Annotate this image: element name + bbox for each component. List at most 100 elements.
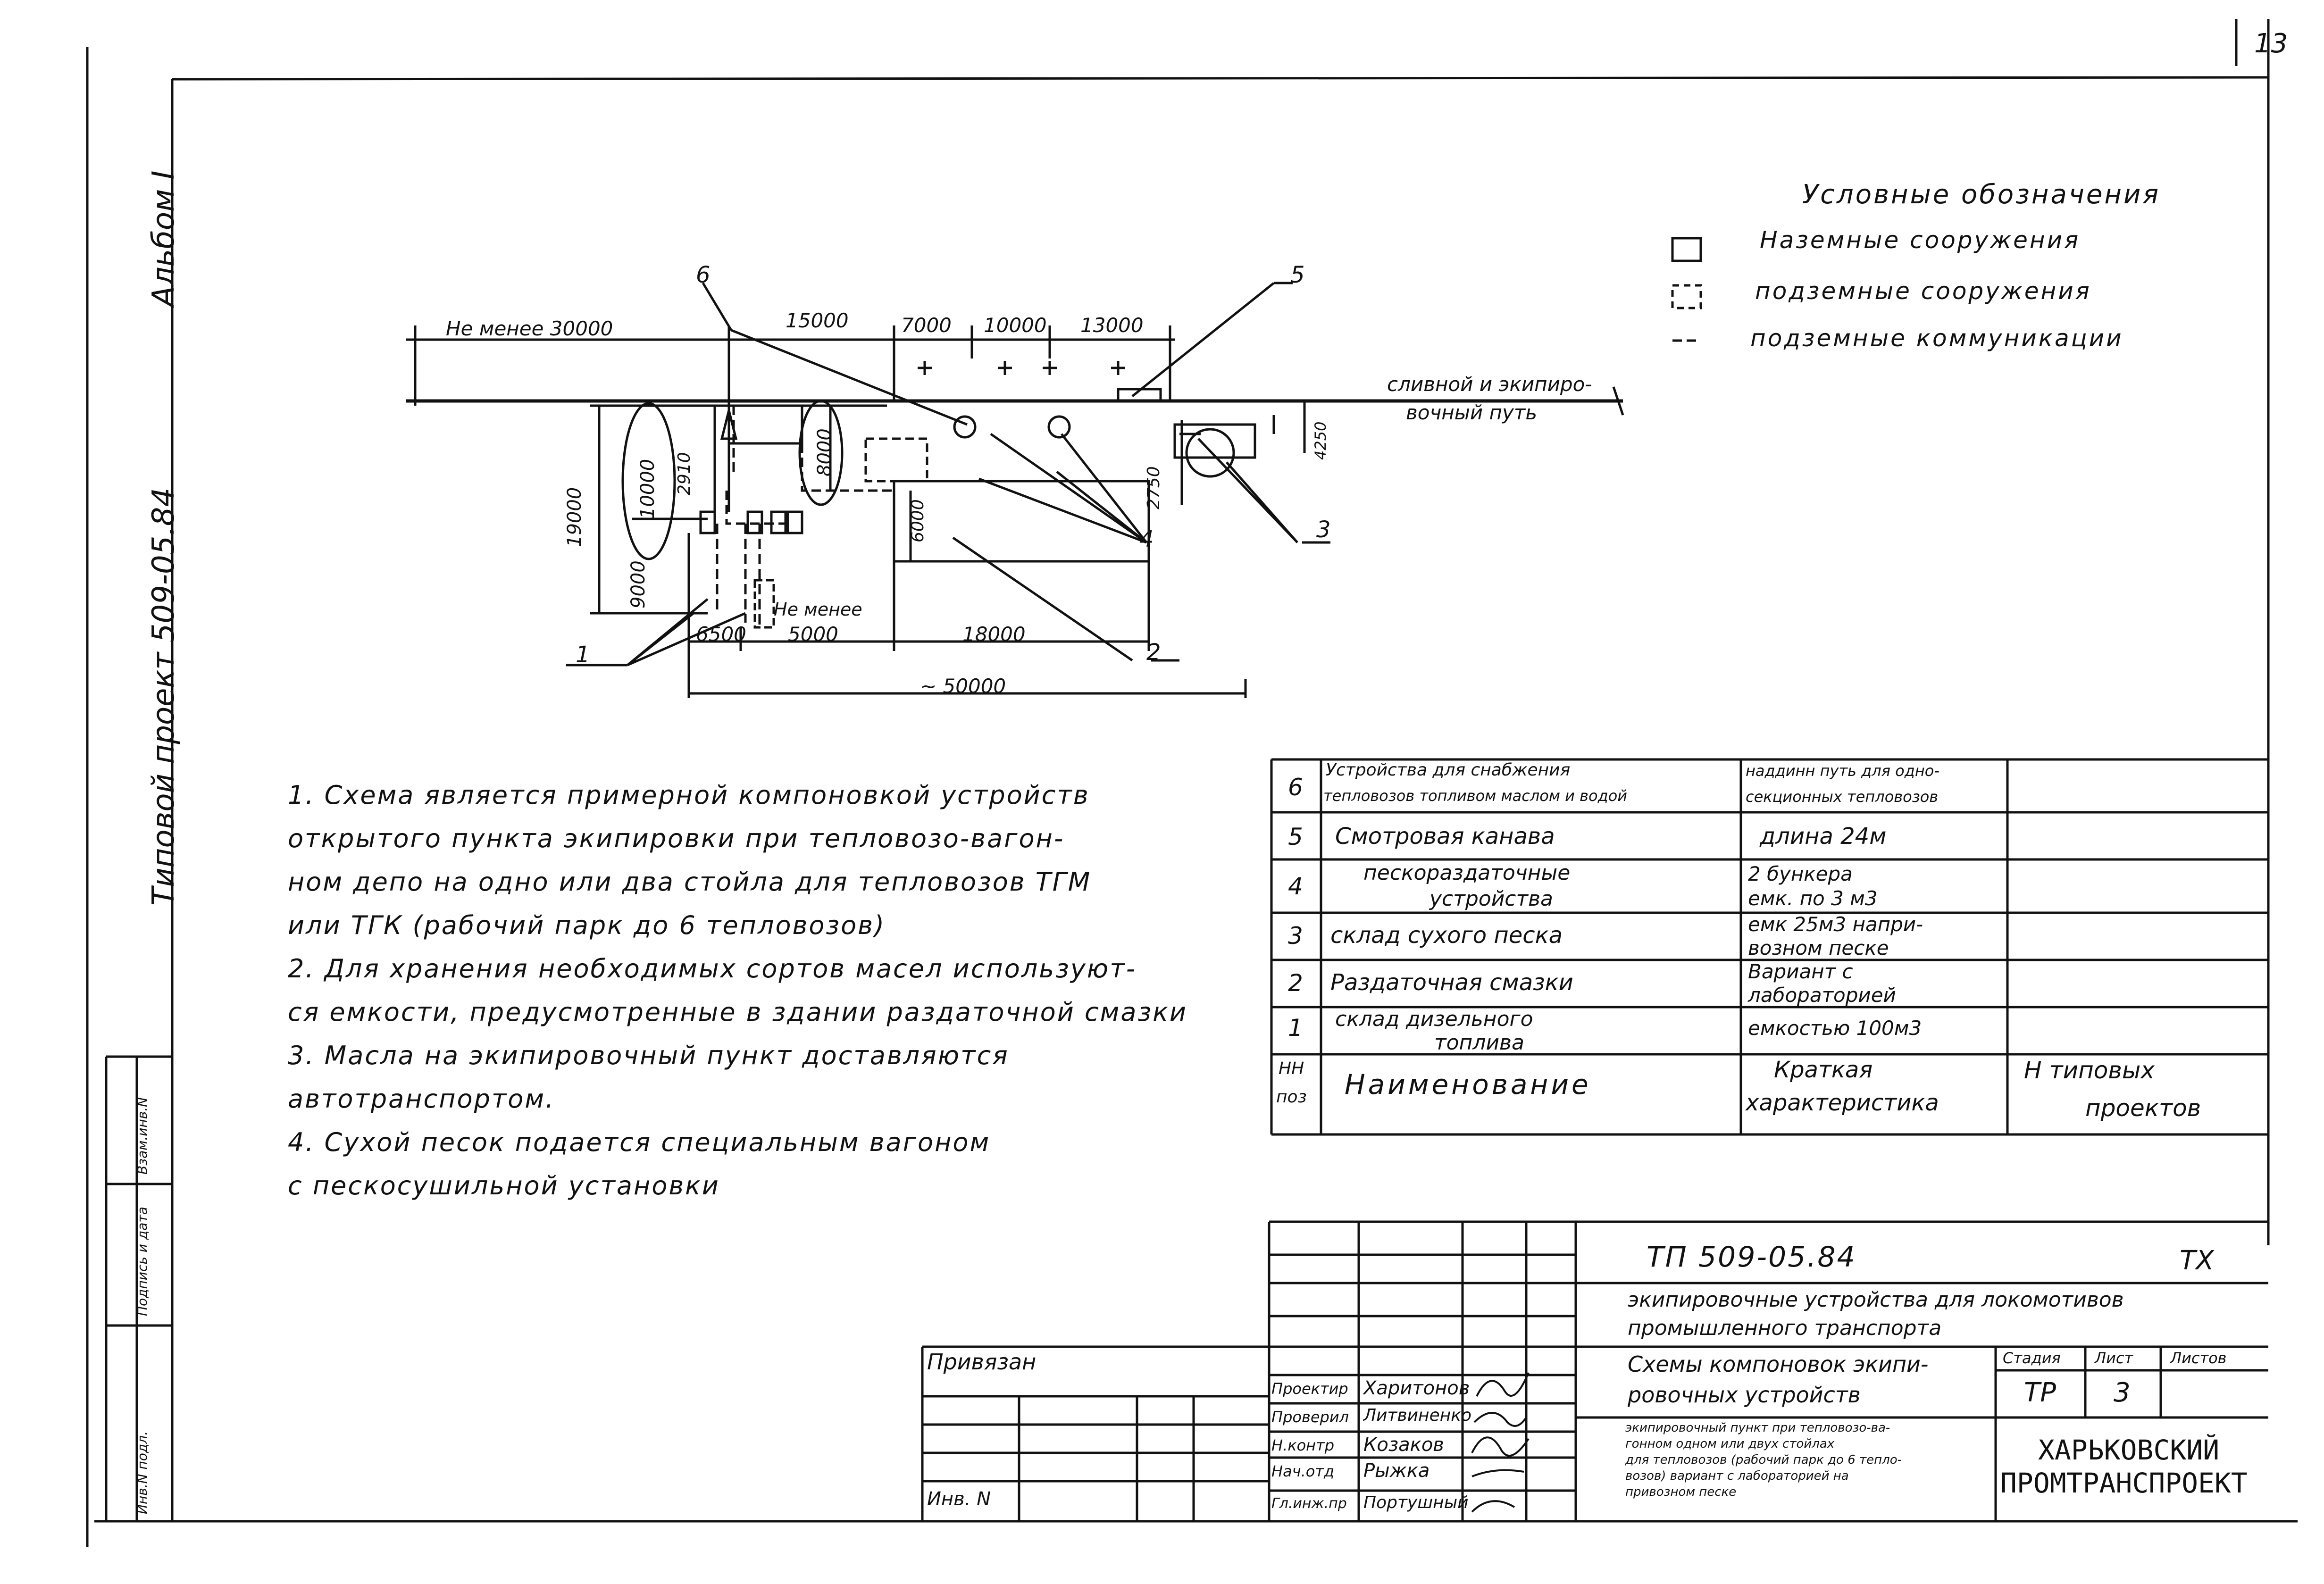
note-line: 1. Схема является примерной компоновкой …	[288, 780, 1090, 810]
people-role: Гл.инж.пр	[1271, 1495, 1347, 1512]
dim-5000: 5000	[788, 623, 838, 646]
dim-10000: 10000	[984, 314, 1047, 337]
spec-pos: 3	[1288, 922, 1303, 950]
note-line: 3. Масла на экипировочный пункт доставля…	[288, 1041, 1009, 1070]
spec-char: наддинн путь для одно-	[1746, 762, 1939, 780]
spec-header-pos: поз	[1276, 1087, 1307, 1107]
callout-1: 1	[576, 642, 590, 668]
side-stamp-replace: Взам.инв.N	[134, 1097, 150, 1175]
spec-char: длина 24м	[1760, 823, 1887, 850]
spec-pos: 4	[1288, 873, 1303, 900]
album-label: Альбом I	[146, 170, 181, 307]
spec-char: емк. по 3 м3	[1748, 887, 1878, 910]
people-role: Проектир	[1271, 1380, 1348, 1398]
legend-title: Условные обозначения	[1802, 179, 2161, 210]
note-line: или ТГК (рабочий парк до 6 тепловозов)	[288, 910, 886, 940]
spec-name: устройства	[1430, 887, 1554, 911]
privyazan-label: Привязан	[927, 1349, 1037, 1375]
spec-name: тепловозов топливом маслом и водой	[1323, 787, 1628, 805]
drawing-title: ровочных устройств	[1628, 1382, 1861, 1408]
dim-4250: 4250	[1312, 421, 1329, 460]
spec-char: лабораторией	[1748, 984, 1896, 1007]
dim-2910: 2910	[675, 452, 694, 495]
subject-line: экипировочные устройства для локомотивов	[1628, 1288, 2124, 1312]
spec-header-proj: проектов	[2085, 1094, 2201, 1122]
company-name: ХАРЬКОВСКИЙ	[2038, 1434, 2220, 1466]
subject-line: промышленного транспорта	[1628, 1316, 1942, 1340]
callout-3: 3	[1316, 517, 1331, 543]
spec-char: емк 25м3 напри-	[1748, 913, 1923, 936]
legend-symbols	[1671, 237, 1702, 342]
stage-value: ТР	[2024, 1377, 2056, 1408]
spec-pos: 5	[1288, 823, 1303, 850]
people-name: Харитонов	[1363, 1377, 1470, 1399]
callout-5: 5	[1290, 262, 1305, 288]
people-name: Портушный	[1363, 1493, 1469, 1512]
spec-pos: 1	[1288, 1014, 1303, 1042]
page-number: 13	[2254, 28, 2288, 59]
spec-name: Устройства для снабжения	[1326, 760, 1571, 780]
people-name: Козаков	[1363, 1434, 1444, 1456]
dim-13000: 13000	[1080, 314, 1144, 337]
dim-2750: 2750	[1144, 466, 1163, 509]
spec-table-grid	[1270, 758, 2268, 1136]
note-line: автотранспортом.	[288, 1084, 555, 1114]
dim-18000: 18000	[962, 623, 1026, 646]
legend-item-underground: подземные сооружения	[1755, 277, 2091, 305]
stage-label: Стадия	[2003, 1349, 2061, 1367]
desc-line: возов) вариант с лабораторией на	[1625, 1469, 1849, 1483]
spec-name: Смотровая канава	[1335, 823, 1555, 850]
spec-name: склад сухого песка	[1330, 922, 1563, 949]
callout-6: 6	[696, 262, 711, 288]
project-label: Типовой проект 509-05.84	[146, 487, 181, 906]
dim-7000: 7000	[901, 314, 952, 337]
layout-scheme	[406, 282, 1624, 698]
desc-line: гонном одном или двух стойлах	[1625, 1437, 1835, 1451]
note-line: с пескосушильной установки	[288, 1171, 720, 1201]
spec-char: секционных тепловозов	[1746, 788, 1939, 806]
sheets-label: Листов	[2170, 1349, 2227, 1367]
dim-approx-50000: ~ 50000	[920, 675, 1006, 698]
note-line: открытого пункта экипировки при тепловоз…	[288, 824, 1065, 853]
people-role: Проверил	[1271, 1408, 1349, 1426]
spec-header-pos: НН	[1279, 1059, 1304, 1078]
dim-10000-oval: 10000	[637, 459, 659, 519]
side-stamp-inv: Инв.N подл.	[134, 1431, 150, 1514]
track-label-2: вочный путь	[1406, 401, 1538, 424]
note-line: ся емкости, предусмотренные в здании раз…	[288, 997, 1187, 1027]
spec-pos: 2	[1288, 969, 1303, 997]
people-role: Н.контр	[1271, 1436, 1335, 1454]
spec-char: 2 бункера	[1748, 862, 1853, 885]
title-block-grid	[921, 1220, 2268, 1521]
callout-2: 2	[1146, 639, 1161, 666]
spec-header-proj: Н типовых	[2024, 1057, 2155, 1084]
desc-line: экипировочный пункт при тепловозо-ва-	[1625, 1421, 1890, 1435]
spec-name: Раздаточная смазки	[1330, 969, 1573, 996]
people-name: Литвиненко	[1363, 1406, 1472, 1425]
company-name: ПРОМТРАНСПРОЕКТ	[2000, 1467, 2248, 1499]
inv-number-label: Инв. N	[927, 1488, 991, 1510]
dim-not-less-30000: Не менее 30000	[446, 317, 613, 340]
spec-header-char: Краткая	[1774, 1057, 1873, 1083]
sheet-value: 3	[2114, 1377, 2131, 1408]
drawing-desc: экипировочный пункт при тепловозо-ва- го…	[1625, 1420, 1902, 1500]
spec-char: возном песке	[1748, 936, 1889, 959]
sheet-label: Лист	[2095, 1349, 2133, 1367]
legend-item-utilities: подземные коммуникации	[1750, 325, 2123, 352]
sheet-type: ТХ	[2180, 1245, 2214, 1276]
legend-item-ground: Наземные сооружения	[1760, 226, 2081, 254]
spec-header-char: характеристика	[1746, 1090, 1939, 1116]
spec-name: пескораздаточные	[1363, 861, 1571, 885]
spec-pos: 6	[1288, 774, 1303, 801]
dim-8000: 8000	[814, 428, 836, 476]
dim-6500: 6500	[696, 623, 746, 646]
spec-header-name: Наименование	[1345, 1068, 1591, 1100]
signatures	[1471, 1372, 1530, 1513]
doc-code: ТП 509-05.84	[1647, 1241, 1856, 1274]
notes: 1. Схема является примерной компоновкой …	[288, 774, 1187, 1208]
spec-char: Вариант с	[1748, 960, 1853, 983]
drawing-title: Схемы компоновок экипи-	[1628, 1351, 1929, 1377]
spec-char: емкостью 100м3	[1748, 1017, 1922, 1040]
track-label-1: сливной и экипиро-	[1387, 373, 1592, 396]
